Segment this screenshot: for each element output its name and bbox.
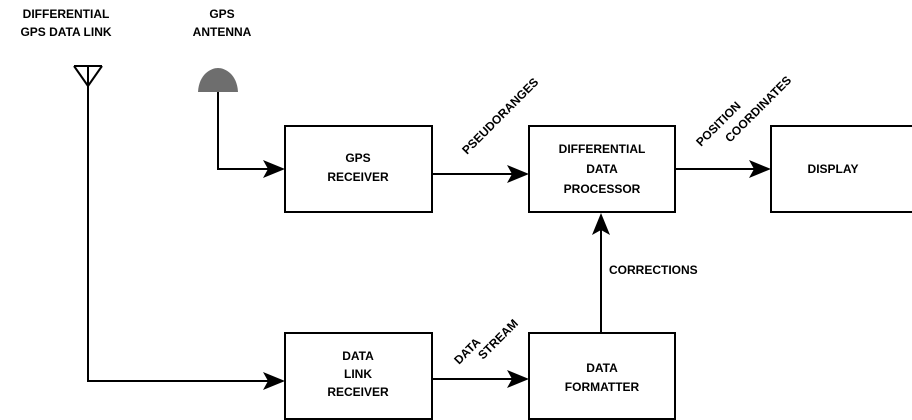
gps-antenna-wire [217, 92, 268, 170]
position-coordinates-arrowhead [749, 160, 771, 178]
datalink-antenna-label-line2: GPS DATA LINK [20, 25, 111, 39]
corrections-arrowhead [592, 213, 610, 235]
corrections-label: CORRECTIONS [609, 263, 698, 277]
data-formatter-label-line2: FORMATTER [565, 380, 640, 394]
gps-receiver-label-line2: RECEIVER [327, 170, 389, 184]
gps-receiver-block [284, 125, 433, 213]
datalink-antenna-label-line1: DIFFERENTIAL [23, 7, 110, 21]
processor-label-line3: PROCESSOR [564, 182, 641, 196]
data-link-receiver-label-line2: LINK [344, 367, 372, 381]
data-stream-label-line2: STREAM [475, 316, 521, 362]
display-block [770, 125, 912, 213]
gps-antenna-arrowhead [263, 160, 285, 178]
data-link-receiver-block [284, 332, 433, 420]
gps-receiver-label-line1: GPS [345, 151, 370, 165]
data-stream-arrowhead [507, 370, 529, 388]
data-formatter-block [528, 332, 676, 420]
gps-antenna-label-line2: ANTENNA [193, 25, 252, 39]
display-label: DISPLAY [808, 162, 859, 176]
data-link-receiver-label-line1: DATA [342, 349, 374, 363]
data-formatter-label-line1: DATA [586, 361, 618, 375]
data-link-receiver-label-line3: RECEIVER [327, 385, 389, 399]
gps-antenna-icon [198, 68, 238, 92]
processor-label-line1: DIFFERENTIAL [559, 142, 646, 156]
processor-label-line2: DATA [586, 162, 618, 176]
datalink-antenna-wire [87, 66, 268, 382]
gps-antenna-label-line1: GPS [209, 7, 234, 21]
pseudoranges-arrowhead [507, 165, 529, 183]
datalink-antenna-arrowhead [263, 372, 285, 390]
